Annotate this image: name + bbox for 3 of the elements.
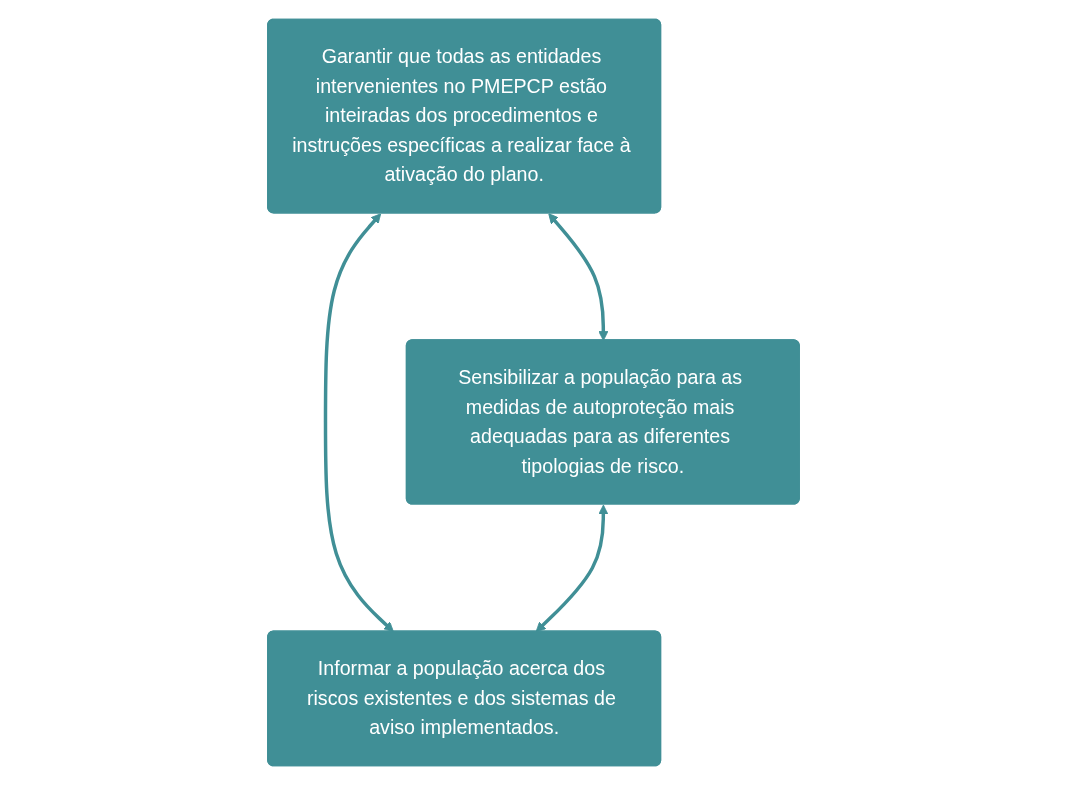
arrow [548,213,609,341]
arrow [535,504,609,633]
arrow [323,213,394,633]
